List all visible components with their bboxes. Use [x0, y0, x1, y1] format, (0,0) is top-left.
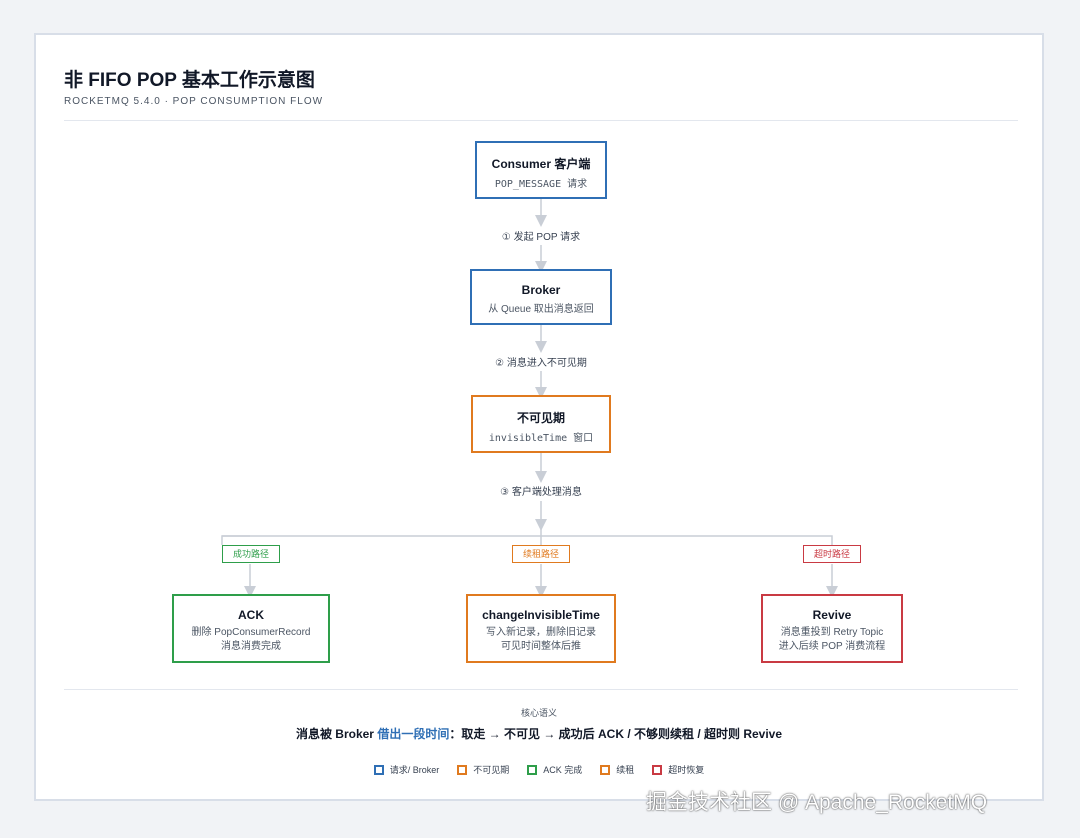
core-semantics-label: 核心语义: [520, 708, 557, 718]
legend-item-ack: ACK 完成: [527, 763, 582, 776]
node-change: changeInvisibleTime 写入新记录，删除旧记录 可见时间整体后推: [466, 594, 616, 663]
summary-post: ：取走 → 不可见 → 成功后 ACK / 不够则续租 / 超时则 Revive: [449, 727, 783, 741]
tag-timeout-path: 超时路径: [803, 545, 861, 563]
tag-success-path: 成功路径: [222, 545, 280, 563]
legend-swatch-ack: [527, 764, 538, 775]
legend-item-renew: 续租: [600, 763, 634, 776]
flow-edges: [221, 199, 838, 598]
legend-swatch-invisible: [457, 764, 468, 775]
node-consumer: Consumer 客户端 POP_MESSAGE 请求: [475, 141, 607, 199]
legend-swatch-revive: [652, 764, 663, 775]
node-invisible-title: 不可见期: [516, 411, 565, 425]
core-semantics-summary: 消息被 Broker 借出一段时间：取走 → 不可见 → 成功后 ACK / 不…: [36, 725, 1042, 742]
node-change-sub1: 写入新记录，删除旧记录: [486, 627, 596, 638]
legend-item-revive: 超时恢复: [652, 763, 704, 776]
summary-highlight: 借出一段时间: [377, 727, 450, 741]
node-change-sub2: 可见时间整体后推: [501, 641, 581, 652]
edge-branch-bar: [221, 535, 833, 545]
node-broker: Broker 从 Queue 取出消息返回: [470, 269, 612, 325]
page-subtitle: ROCKETMQ 5.4.0 · POP CONSUMPTION FLOW: [64, 96, 324, 107]
legend-label-revive: 超时恢复: [668, 765, 705, 775]
legend-label-renew: 续租: [616, 765, 635, 775]
node-broker-sub: 从 Queue 取出消息返回: [488, 304, 594, 315]
legend-swatch-renew: [600, 764, 611, 775]
node-ack-sub2: 消息消费完成: [221, 641, 281, 652]
step-3: ③ 客户端处理消息: [500, 487, 582, 498]
legend-item-invisible: 不可见期: [457, 763, 509, 776]
tag-renew-path: 续租路径: [512, 545, 570, 563]
node-invisible-sub: invisibleTime 窗口: [488, 433, 594, 444]
node-ack: ACK 删除 PopConsumerRecord 消息消费完成: [172, 594, 330, 663]
step-2: ② 消息进入不可见期: [495, 358, 587, 369]
diagram-card: 非 FIFO POP 基本工作示意图 ROCKETMQ 5.4.0 · POP …: [34, 33, 1044, 801]
node-ack-sub1: 删除 PopConsumerRecord: [191, 627, 311, 638]
legend-label-request: 请求/ Broker: [389, 765, 440, 775]
step-1: ① 发起 POP 请求: [501, 232, 581, 243]
node-broker-title: Broker: [521, 283, 561, 297]
legend-label-ack: ACK 完成: [543, 765, 583, 775]
node-revive-sub2: 进入后续 POP 消费流程: [778, 641, 886, 652]
footer-divider: [64, 689, 1018, 690]
legend-item-request: 请求/ Broker: [373, 763, 440, 776]
legend: 请求/ Broker 不可见期 ACK 完成 续租 超时恢复: [36, 763, 1042, 776]
node-invisible: 不可见期 invisibleTime 窗口: [471, 395, 611, 453]
node-consumer-sub: POP_MESSAGE 请求: [494, 179, 588, 190]
node-revive-sub1: 消息重投到 Retry Topic: [780, 627, 884, 638]
node-revive: Revive 消息重投到 Retry Topic 进入后续 POP 消费流程: [761, 594, 903, 663]
node-consumer-title: Consumer 客户端: [491, 157, 591, 171]
page-title: 非 FIFO POP 基本工作示意图: [64, 70, 315, 91]
summary-pre: 消息被 Broker: [295, 727, 378, 741]
node-ack-title: ACK: [238, 608, 264, 622]
header-divider: [64, 120, 1018, 121]
node-revive-title: Revive: [812, 608, 852, 622]
legend-swatch-request: [373, 764, 384, 775]
node-change-title: changeInvisibleTime: [482, 608, 600, 622]
watermark: 掘金技术社区 @ Apache_RocketMQ: [646, 791, 988, 814]
legend-label-invisible: 不可见期: [473, 765, 510, 775]
